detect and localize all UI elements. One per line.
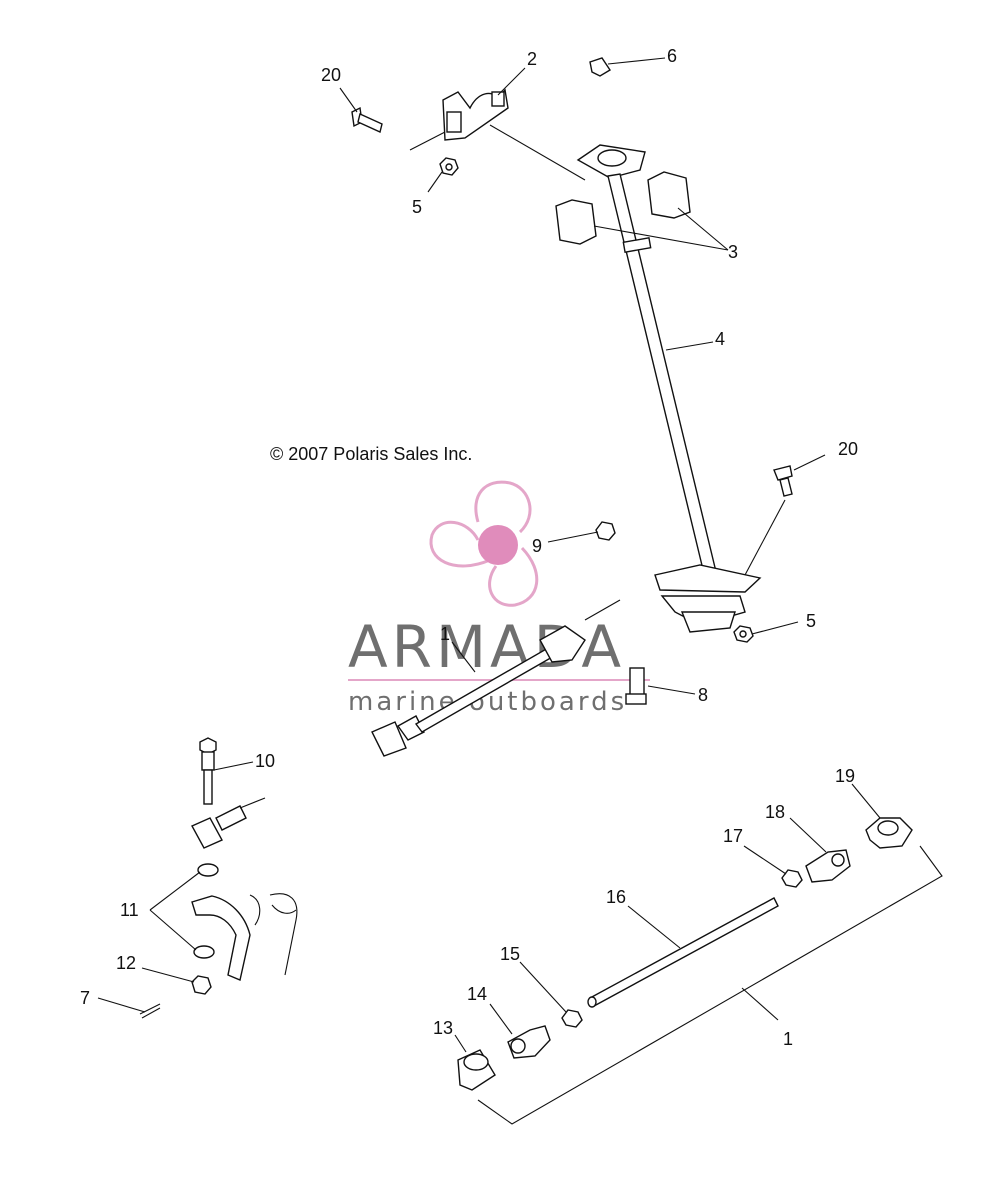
lower-nut xyxy=(733,625,754,643)
leader-lines xyxy=(97,57,881,1053)
exploded-tie-rod xyxy=(457,817,943,1125)
cotter-pin xyxy=(139,1003,161,1019)
lower-rod-end xyxy=(191,797,266,849)
upper-bolt xyxy=(351,106,383,133)
callout-8: 8 xyxy=(698,685,708,705)
callout-numbers: 20 2 6 5 3 4 20 9 5 1 8 10 11 12 7 13 14… xyxy=(80,46,858,1049)
upper-nut xyxy=(439,157,459,176)
callout-5-lower: 5 xyxy=(806,611,816,631)
callout-14: 14 xyxy=(467,984,487,1004)
callout-20-lower: 20 xyxy=(838,439,858,459)
callout-12: 12 xyxy=(116,953,136,973)
callout-13: 13 xyxy=(433,1018,453,1038)
callout-11: 11 xyxy=(120,900,139,920)
washers xyxy=(193,863,219,959)
callout-17: 17 xyxy=(723,826,743,846)
upper-clamp-bracket xyxy=(409,88,586,181)
logo-title: ARMADA xyxy=(348,613,625,681)
callout-6: 6 xyxy=(667,46,677,66)
callout-20-upper: 20 xyxy=(321,65,341,85)
nut-12 xyxy=(191,975,212,995)
bolt-10 xyxy=(199,737,217,805)
copyright-text: © 2007 Polaris Sales Inc. xyxy=(270,444,472,464)
callout-1-upper: 1 xyxy=(440,624,450,644)
callout-5-upper: 5 xyxy=(412,197,422,217)
callout-7: 7 xyxy=(80,988,90,1008)
steering-post xyxy=(576,144,762,633)
nut-9 xyxy=(595,521,616,541)
bolt-8 xyxy=(625,667,647,705)
bushings xyxy=(555,171,729,251)
callout-15: 15 xyxy=(500,944,520,964)
callout-16: 16 xyxy=(606,887,626,907)
propeller-hub xyxy=(478,525,518,565)
steering-arm xyxy=(191,893,298,981)
callout-19: 19 xyxy=(835,766,855,786)
callout-3: 3 xyxy=(728,242,738,262)
callout-9: 9 xyxy=(532,536,542,556)
callout-2: 2 xyxy=(527,49,537,69)
callout-4: 4 xyxy=(715,329,725,349)
lower-bolt xyxy=(744,465,793,576)
cap xyxy=(589,57,611,77)
callout-10: 10 xyxy=(255,751,275,771)
assembled-tie-rod xyxy=(371,599,621,757)
propeller-icon xyxy=(429,480,539,607)
callout-18: 18 xyxy=(765,802,785,822)
callout-1-lower: 1 xyxy=(783,1029,793,1049)
